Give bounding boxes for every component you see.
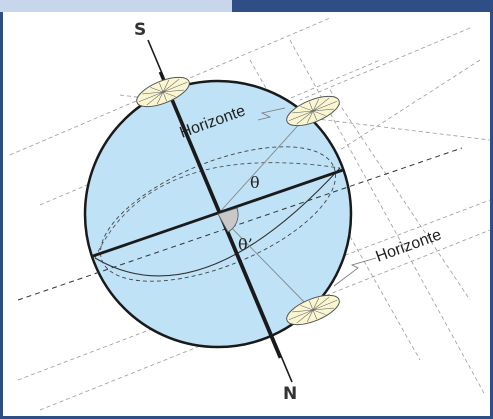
north-pole-label: N	[283, 384, 297, 404]
theta-label: θ	[250, 173, 260, 192]
theta-prime-label: θ’	[238, 235, 253, 254]
observer-rays	[217, 109, 313, 311]
label-pointers	[257, 107, 377, 287]
angle-theta-prime	[217, 207, 239, 233]
equator-back	[94, 162, 341, 259]
sundial-right	[286, 95, 340, 127]
sundial-bottom	[286, 294, 340, 326]
horizon-label-lower: Horizonte	[374, 226, 444, 265]
south-pole-label: S	[134, 20, 146, 40]
header-tab	[0, 0, 232, 12]
sundial-top	[136, 76, 190, 108]
header-strip	[0, 0, 493, 12]
equator-front	[94, 167, 341, 277]
equatorial-line-outer	[17, 147, 463, 301]
